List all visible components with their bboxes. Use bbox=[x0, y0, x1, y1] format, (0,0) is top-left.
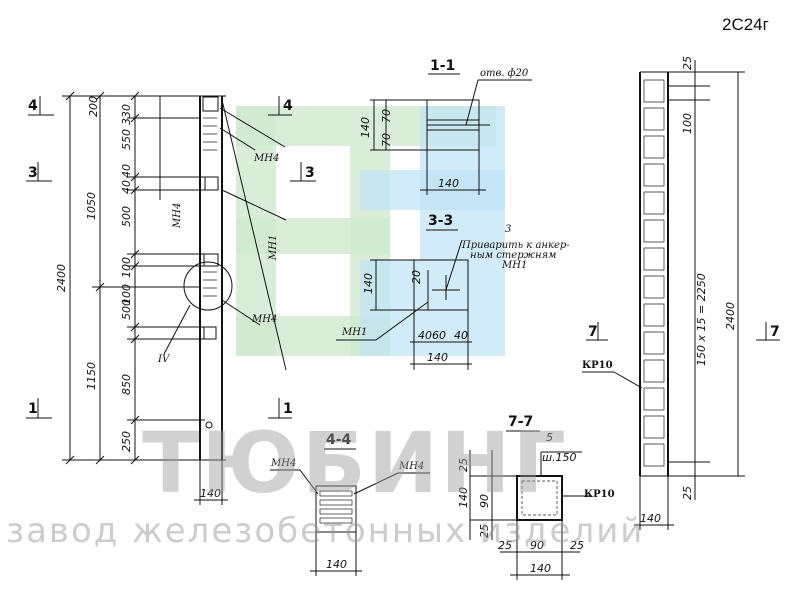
hole-label: отв. ф20 bbox=[480, 68, 529, 79]
side-dim-25-bot: 25 bbox=[681, 486, 694, 500]
dim-40-a: 40 bbox=[120, 164, 133, 178]
s33-dim-60: 60 bbox=[432, 329, 446, 342]
section-7-7-title: 7-7 bbox=[508, 414, 533, 430]
section-7-7: 7-7 5 ш.150 25 140 90 25 КР10 25 90 25 1… bbox=[457, 414, 615, 580]
side-dim-25-top: 25 bbox=[681, 56, 694, 70]
s33-mark: 3 bbox=[505, 224, 511, 235]
dim-width-140: 140 bbox=[200, 487, 221, 500]
side-dim-140: 140 bbox=[640, 512, 661, 525]
s77-dim-140-h: 140 bbox=[457, 487, 470, 508]
dim-500-a: 500 bbox=[120, 206, 133, 227]
s33-dim-140-h: 140 bbox=[362, 273, 375, 294]
section-3-3: 3-3 3 Приварить к анкер- ным стержням МН… bbox=[336, 213, 570, 370]
section-4-4-title: 4-4 bbox=[326, 432, 352, 448]
s33-note-line3: МН1 bbox=[501, 260, 527, 271]
section-1-1: 1-1 отв. ф20 140 70 70 140 bbox=[359, 58, 532, 195]
s33-dim-140-w: 140 bbox=[427, 351, 448, 364]
dim-200: 200 bbox=[87, 96, 100, 117]
dim-250: 250 bbox=[120, 431, 133, 452]
s77-dim-90-h: 90 bbox=[478, 494, 491, 508]
cut-1-right: 1 bbox=[283, 401, 293, 417]
side-kr10-label: КР10 bbox=[582, 360, 613, 371]
cut-7-right: 7 bbox=[770, 324, 780, 340]
side-dim-100: 100 bbox=[681, 113, 694, 134]
watermark-tagline: завод железобетонных изделий bbox=[6, 511, 644, 551]
s33-note-line1: Приварить к анкер- bbox=[461, 240, 570, 251]
s11-dim-70-b: 70 bbox=[380, 133, 393, 147]
s33-dim-20: 20 bbox=[410, 270, 423, 284]
section-1-1-title: 1-1 bbox=[430, 58, 455, 74]
cut-4-right: 4 bbox=[283, 98, 293, 114]
cut-4-left: 4 bbox=[28, 98, 38, 114]
s77-dim-140-w: 140 bbox=[530, 562, 551, 575]
side-dim-formula: 150 x 15 = 2250 bbox=[695, 273, 708, 366]
mn4-bottom-label: МН4 bbox=[251, 314, 277, 325]
s11-dim-140-w: 140 bbox=[438, 177, 459, 190]
cut-3-left: 3 bbox=[28, 165, 38, 181]
watermark-brand: ТЮБИНГ bbox=[142, 414, 568, 512]
mn4-top-label: МН4 bbox=[253, 153, 279, 164]
dim-1150: 1150 bbox=[85, 362, 98, 390]
s33-dim-40-a: 40 bbox=[418, 329, 432, 342]
column-side-view: 25 100 150 x 15 = 2250 2400 25 140 КР10 … bbox=[582, 56, 780, 530]
cut-1-left: 1 bbox=[28, 401, 38, 417]
dim-500-b: 500 bbox=[120, 299, 133, 320]
s33-dim-40-b: 40 bbox=[454, 329, 468, 342]
dim-100-a: 100 bbox=[120, 257, 133, 278]
dim-40-b: 40 bbox=[120, 180, 133, 194]
s44-mn4-left: МН4 bbox=[270, 458, 296, 469]
section-4-4: 4-4 МН4 МН4 140 bbox=[270, 432, 430, 576]
mn4-vertical-label: МН4 bbox=[172, 203, 183, 229]
dim-1050: 1050 bbox=[85, 192, 98, 220]
s33-note-line2: ным стержням bbox=[470, 250, 556, 261]
s77-kr10-label: КР10 bbox=[584, 489, 615, 500]
dim-100-b: 100 bbox=[120, 284, 133, 305]
column-elevation: IV МН4 МН4 МН4 МН1 2400 1050 1150 200 33… bbox=[26, 91, 316, 505]
s11-dim-140: 140 bbox=[359, 117, 372, 138]
cut-7-left: 7 bbox=[588, 324, 598, 340]
s77-dim-25-top: 25 bbox=[457, 458, 470, 472]
s11-dim-70-a: 70 bbox=[380, 109, 393, 123]
dim-total-2400: 2400 bbox=[55, 264, 68, 292]
cut-3-right: 3 bbox=[305, 165, 315, 181]
s77-dim-5: 5 bbox=[546, 431, 553, 444]
s77-dim-25-left: 25 bbox=[498, 539, 512, 552]
dim-550: 550 bbox=[120, 129, 133, 150]
mn1-vertical-label: МН1 bbox=[268, 235, 279, 261]
s44-dim-140: 140 bbox=[326, 558, 347, 571]
s77-spacing: ш.150 bbox=[542, 451, 577, 464]
section-3-3-title: 3-3 bbox=[428, 213, 453, 229]
s77-dim-25-right: 25 bbox=[570, 539, 584, 552]
s33-mn1-label: МН1 bbox=[341, 327, 367, 338]
sheet-title: 2С24г bbox=[722, 15, 769, 34]
node-iv-label: IV bbox=[157, 354, 171, 365]
s44-mn4-right: МН4 bbox=[398, 461, 424, 472]
side-dim-2400: 2400 bbox=[724, 302, 737, 330]
dim-850: 850 bbox=[120, 374, 133, 395]
s77-dim-25-bot: 25 bbox=[478, 524, 491, 538]
s77-dim-90-w: 90 bbox=[530, 539, 544, 552]
dim-330: 330 bbox=[120, 104, 133, 125]
